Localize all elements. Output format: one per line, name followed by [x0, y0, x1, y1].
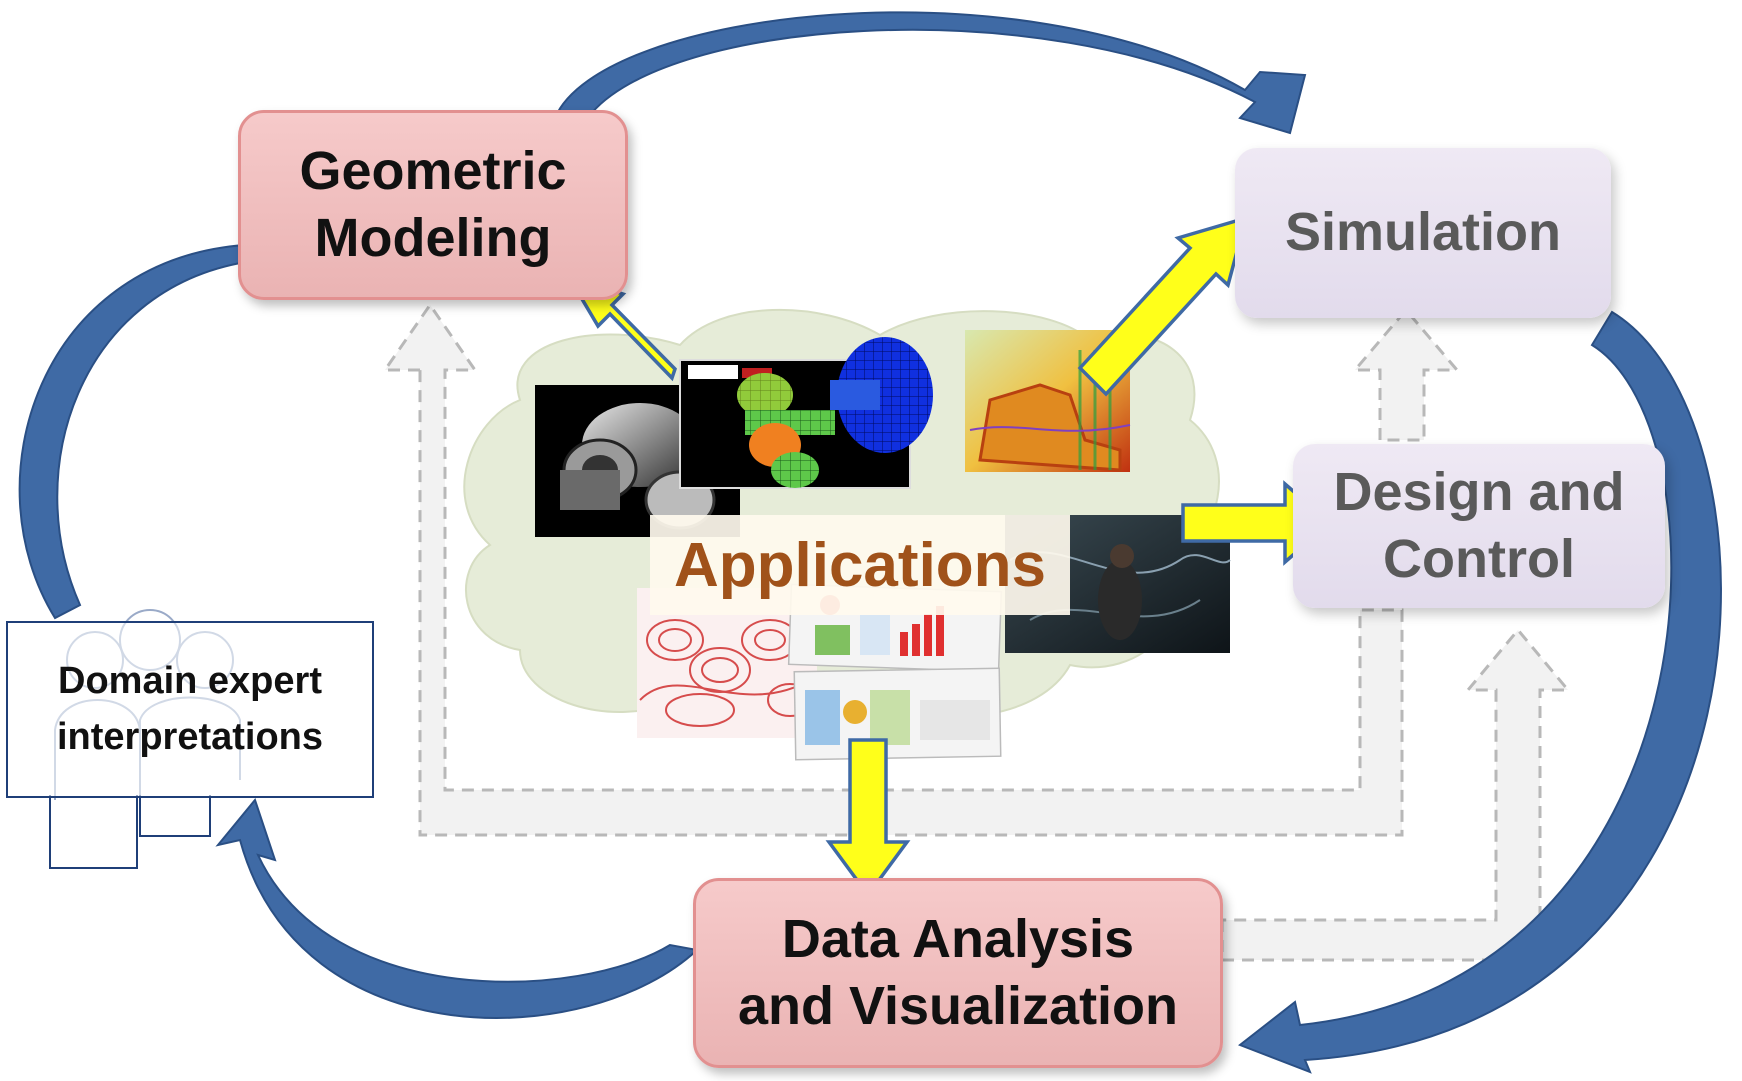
geometric-modeling-line-2: Modeling — [314, 208, 552, 268]
design-control-node: Design and Control — [1293, 444, 1665, 608]
feedback-arrow-to-simulation — [1351, 307, 1461, 442]
data-analysis-node: Data Analysis and Visualization — [693, 878, 1223, 1068]
geometric-modeling-node: Geometric Modeling — [238, 110, 628, 300]
app-arrow-to-analysis — [825, 738, 911, 898]
data-analysis-line-2: and Visualization — [737, 976, 1179, 1036]
cycle-arrow-geometric-to-simulation — [553, 11, 1307, 135]
design-control-line-2: Control — [1383, 529, 1575, 589]
data-analysis-line-1: Data Analysis — [781, 908, 1135, 969]
cycle-arrow-simulation-to-analysis — [1237, 310, 1722, 1074]
cycle-arrow-analysis-to-domain — [215, 797, 700, 1019]
design-control-line-1: Design and — [1333, 461, 1625, 522]
fem-mesh-simulation — [679, 337, 933, 489]
feedback-arrow-to-geometric — [382, 302, 1404, 837]
domain-expert-line-1: Domain expert — [58, 660, 322, 703]
people-icon-outline — [49, 795, 211, 869]
applications-label: Applications — [650, 515, 1070, 615]
domain-expert-line-2: interpretations — [56, 715, 324, 758]
domain-expert-node: Domain expert interpretations — [6, 621, 374, 798]
simulation-node: Simulation — [1235, 148, 1611, 318]
geometric-modeling-line-1: Geometric — [299, 140, 567, 201]
cycle-arrow-domain-to-geometric — [18, 222, 277, 620]
simulation-label: Simulation — [1284, 202, 1561, 263]
